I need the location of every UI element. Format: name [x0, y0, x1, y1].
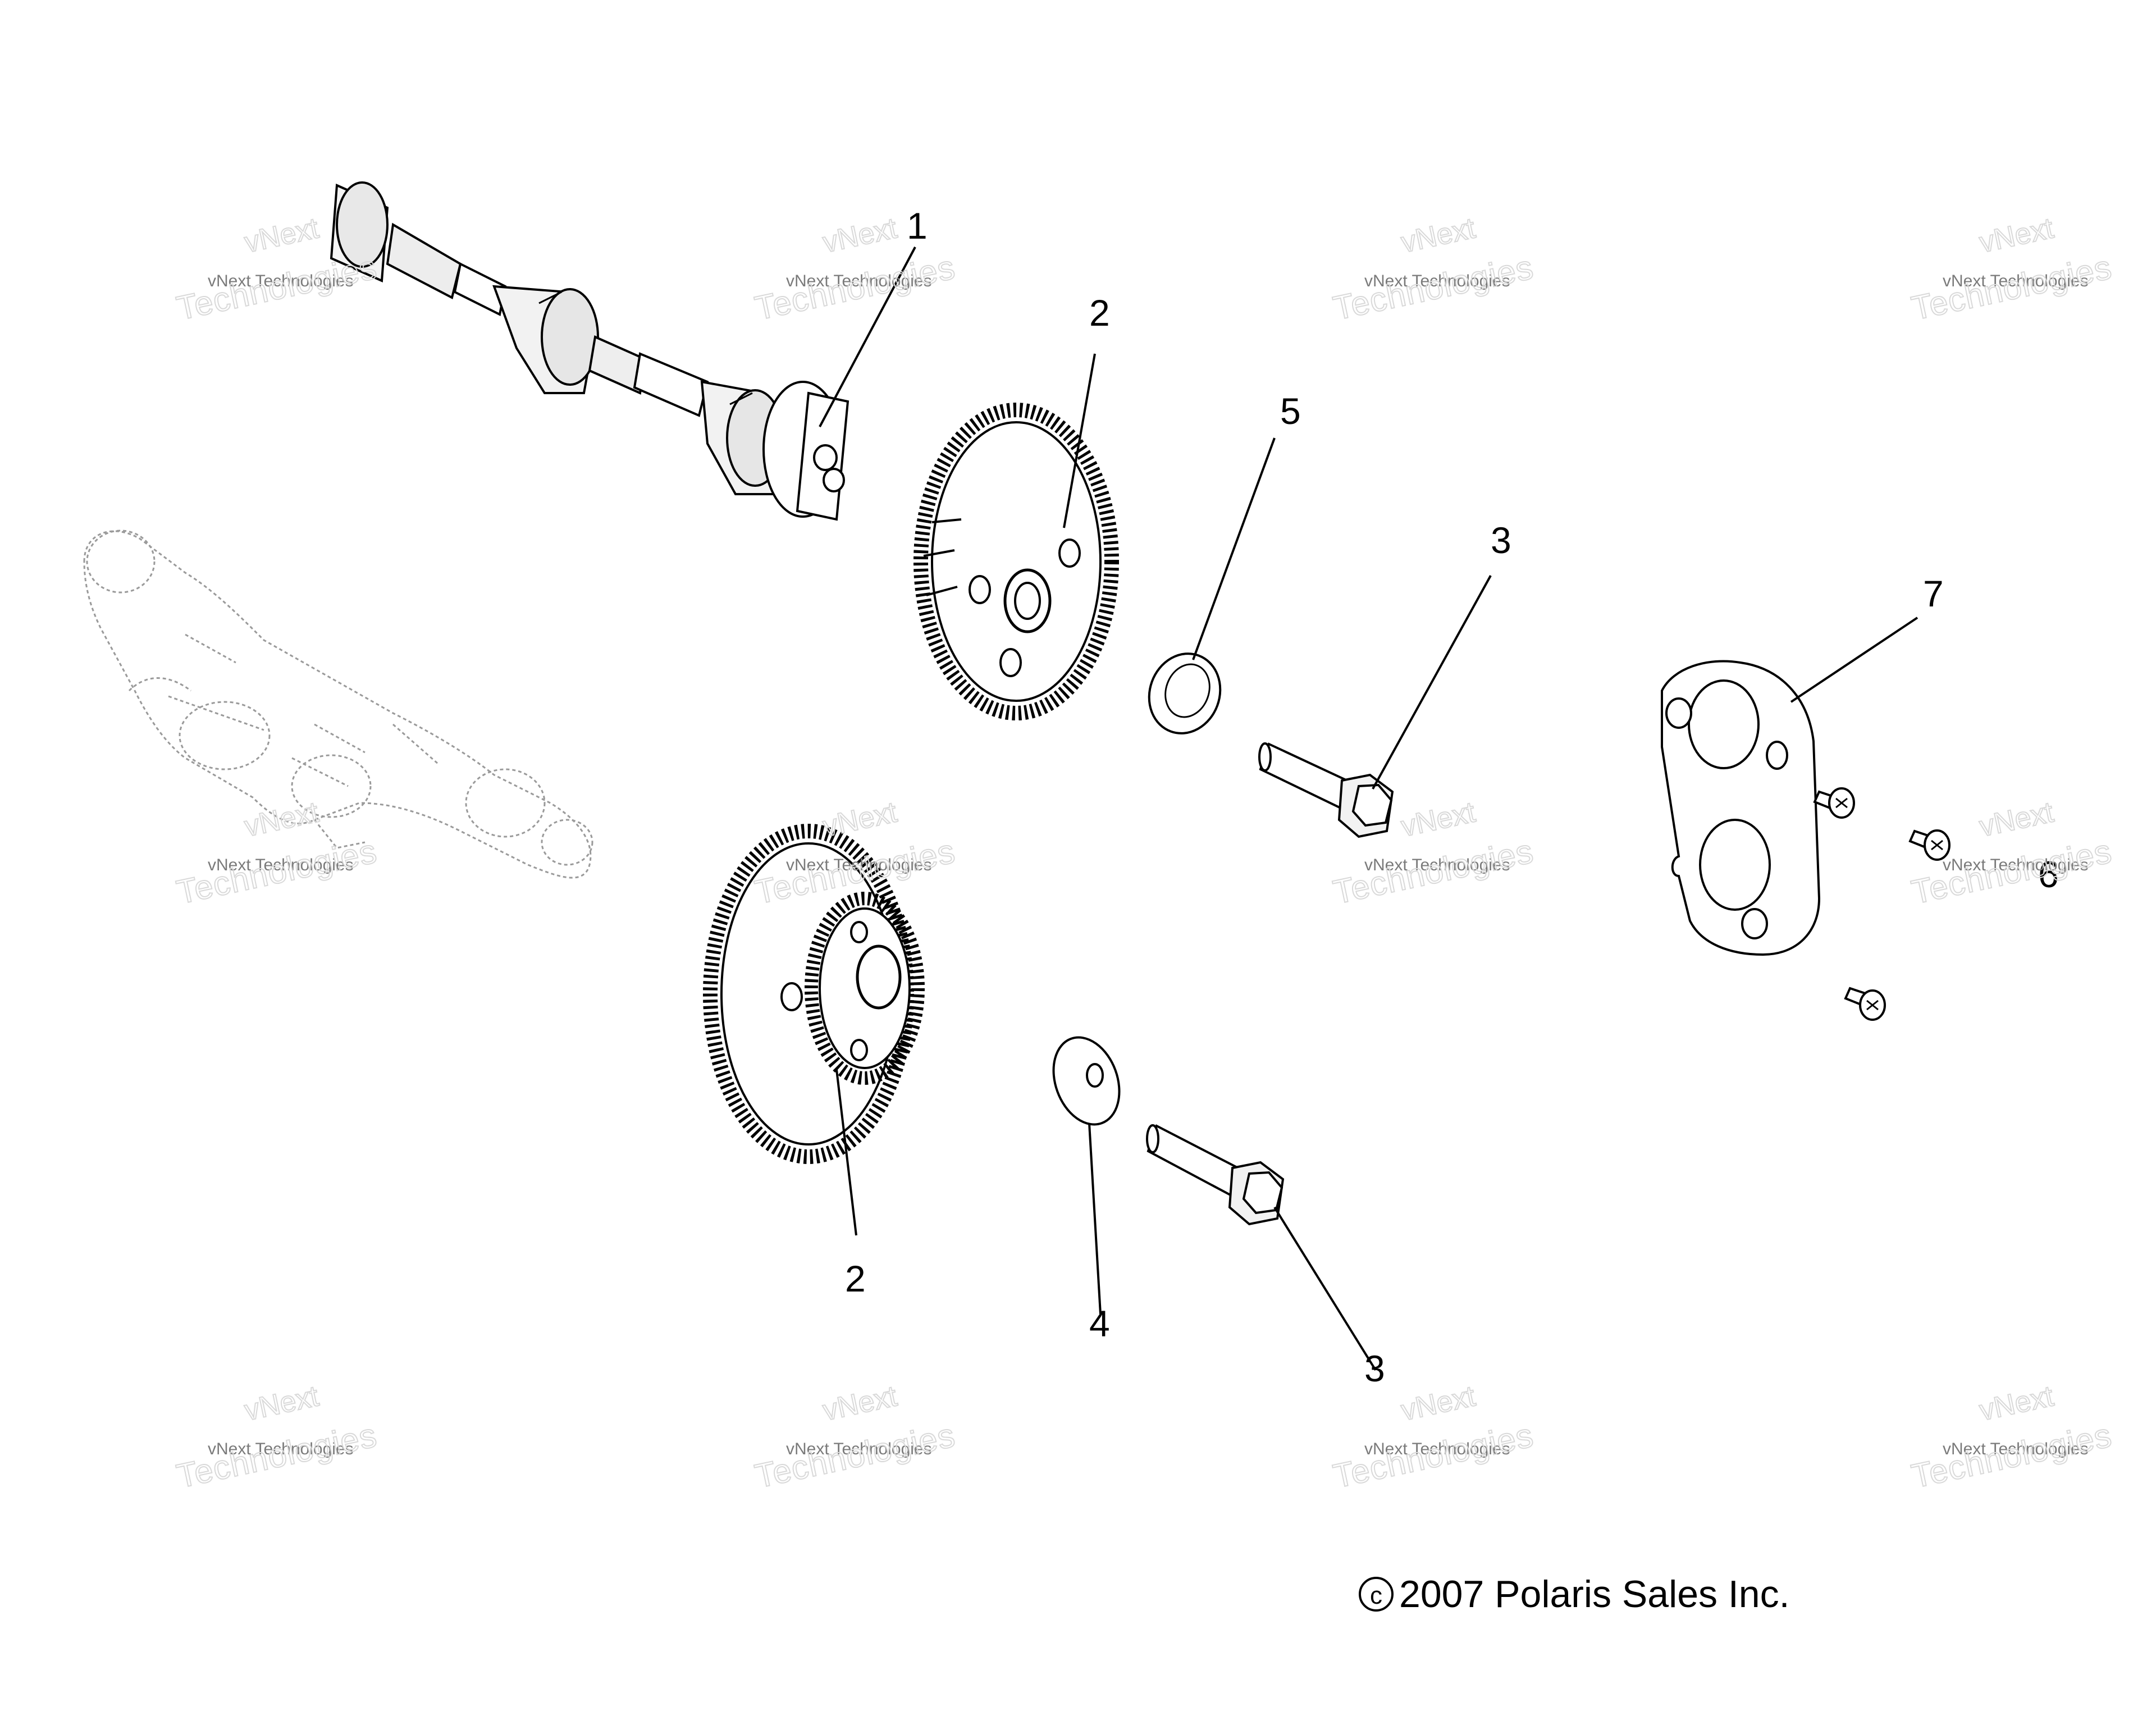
svg-text:vNext: vNext	[1398, 212, 1478, 259]
screw-c	[1844, 987, 1886, 1021]
svg-text:vNext Technologies: vNext Technologies	[208, 1440, 354, 1458]
svg-text:Technologies: Technologies	[173, 248, 380, 327]
watermark: vNext vNext Technologies Technologies	[1908, 1379, 2116, 1495]
watermarks: vNext vNext Technologies Technologies vN…	[173, 211, 2116, 1495]
svg-text:vNext Technologies: vNext Technologies	[786, 1440, 932, 1458]
watermark: vNext vNext Technologies Technologies	[751, 211, 959, 327]
svg-text:Technologies: Technologies	[1908, 1416, 2115, 1495]
svg-text:vNext: vNext	[820, 1380, 900, 1427]
svg-text:vNext Technologies: vNext Technologies	[1364, 1440, 1510, 1458]
cam-gear-upper	[913, 403, 1119, 720]
svg-text:vNext: vNext	[820, 212, 900, 259]
watermark: vNext vNext Technologies Technologies	[1908, 211, 2116, 327]
svg-text:Technologies: Technologies	[752, 1416, 958, 1495]
svg-text:Technologies: Technologies	[1908, 248, 2115, 327]
svg-text:Technologies: Technologies	[1330, 1416, 1537, 1495]
svg-text:vNext Technologies: vNext Technologies	[1364, 272, 1510, 290]
retainer-plate	[1661, 660, 1821, 956]
copyright-symbol: c	[1359, 1577, 1394, 1612]
screw-a	[1813, 787, 1855, 819]
callout-4: 4	[1089, 1303, 1110, 1344]
idler-gear-lower	[703, 824, 925, 1164]
callout-2-upper: 2	[1089, 292, 1110, 334]
watermark: vNext vNext Technologies Technologies	[1330, 1379, 1537, 1495]
svg-text:Technologies: Technologies	[173, 832, 380, 911]
svg-text:vNext: vNext	[820, 796, 900, 843]
callout-3-lower: 3	[1364, 1348, 1385, 1389]
callout-5: 5	[1280, 390, 1301, 432]
svg-text:vNext: vNext	[241, 796, 322, 843]
svg-text:vNext Technologies: vNext Technologies	[208, 856, 354, 874]
bolt-lower	[1146, 1124, 1285, 1226]
screw-b	[1908, 829, 1951, 861]
svg-text:vNext Technologies: vNext Technologies	[1943, 856, 2089, 874]
callout-7: 7	[1923, 573, 1944, 614]
svg-text:Technologies: Technologies	[173, 1416, 380, 1495]
svg-text:Technologies: Technologies	[752, 248, 958, 327]
svg-text:vNext Technologies: vNext Technologies	[786, 856, 932, 874]
screws	[1813, 787, 1951, 1021]
leader-lines	[819, 247, 1919, 1371]
copyright-text: 2007 Polaris Sales Inc.	[1399, 1573, 1790, 1616]
watermark: vNext vNext Technologies Technologies	[751, 1379, 959, 1495]
washer-upper	[1148, 652, 1222, 734]
svg-text:vNext: vNext	[1976, 796, 2057, 843]
svg-text:vNext: vNext	[1976, 1380, 2057, 1427]
svg-text:vNext: vNext	[1398, 1380, 1478, 1427]
watermark: vNext vNext Technologies Technologies	[173, 795, 381, 911]
svg-text:vNext Technologies: vNext Technologies	[1943, 1440, 2089, 1458]
svg-text:vNext: vNext	[241, 212, 322, 259]
svg-text:vNext Technologies: vNext Technologies	[1364, 856, 1510, 874]
watermark: vNext vNext Technologies Technologies	[173, 1379, 381, 1495]
svg-text:vNext Technologies: vNext Technologies	[208, 272, 354, 290]
callout-6: 6	[2038, 854, 2059, 895]
watermark: vNext vNext Technologies Technologies	[1330, 211, 1537, 327]
svg-text:vNext Technologies: vNext Technologies	[1943, 272, 2089, 290]
svg-text:Technologies: Technologies	[1330, 248, 1537, 327]
svg-text:Technologies: Technologies	[1330, 832, 1537, 911]
callout-3-upper: 3	[1491, 519, 1511, 561]
camshaft	[330, 181, 849, 521]
svg-text:vNext: vNext	[1976, 212, 2057, 259]
washer-lower	[1052, 1036, 1121, 1126]
callout-labels: 1 2 5 3 7 6 2 4 3	[845, 205, 2059, 1389]
svg-text:vNext Technologies: vNext Technologies	[786, 272, 932, 290]
bolt-upper	[1258, 742, 1394, 838]
svg-text:vNext: vNext	[241, 1380, 322, 1427]
callout-1: 1	[907, 205, 928, 247]
callout-2-lower: 2	[845, 1258, 866, 1299]
cylinder-head-ghost	[83, 530, 593, 879]
svg-text:vNext: vNext	[1398, 796, 1478, 843]
